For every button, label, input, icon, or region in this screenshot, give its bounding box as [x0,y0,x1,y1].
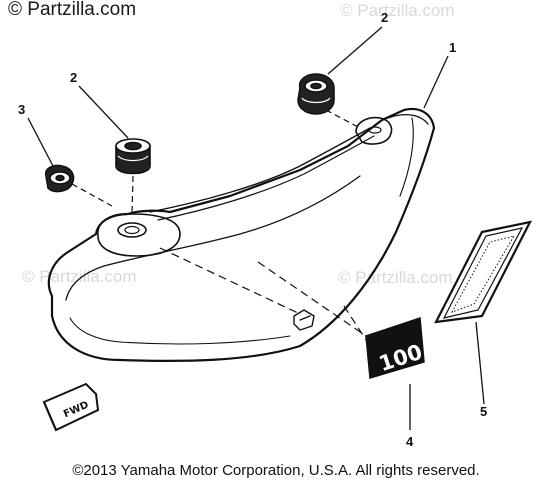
damper-part[interactable] [44,164,75,193]
callout-4-emblem: 4 [406,434,414,449]
grommet-upper-part[interactable] [297,73,335,115]
callout-1-side-cover: 1 [449,40,456,55]
emblem-100-part[interactable]: 100 [365,316,425,379]
callout-3-damper: 3 [18,102,25,117]
assembly-leader-lines [27,26,485,430]
callout-2-grommet-upper: 2 [381,10,388,25]
fwd-arrow-icon: FWD [42,382,100,432]
watermark-faint-top-right: © Partzilla.com [340,1,455,20]
copyright-notice: ©2013 Yamaha Motor Corporation, U.S.A. A… [72,462,480,479]
emblem-backing-part[interactable] [434,220,533,324]
watermark-faint-left: © Partzilla.com [22,267,137,286]
side-cover-part[interactable] [47,107,436,362]
partzilla-watermark: © Partzilla.com [8,0,137,20]
callout-2-grommet-left: 2 [70,70,77,85]
grommet-left-part[interactable] [115,138,151,175]
watermark-faint-right: © Partzilla.com [338,268,453,287]
callout-5-backing: 5 [480,404,487,419]
